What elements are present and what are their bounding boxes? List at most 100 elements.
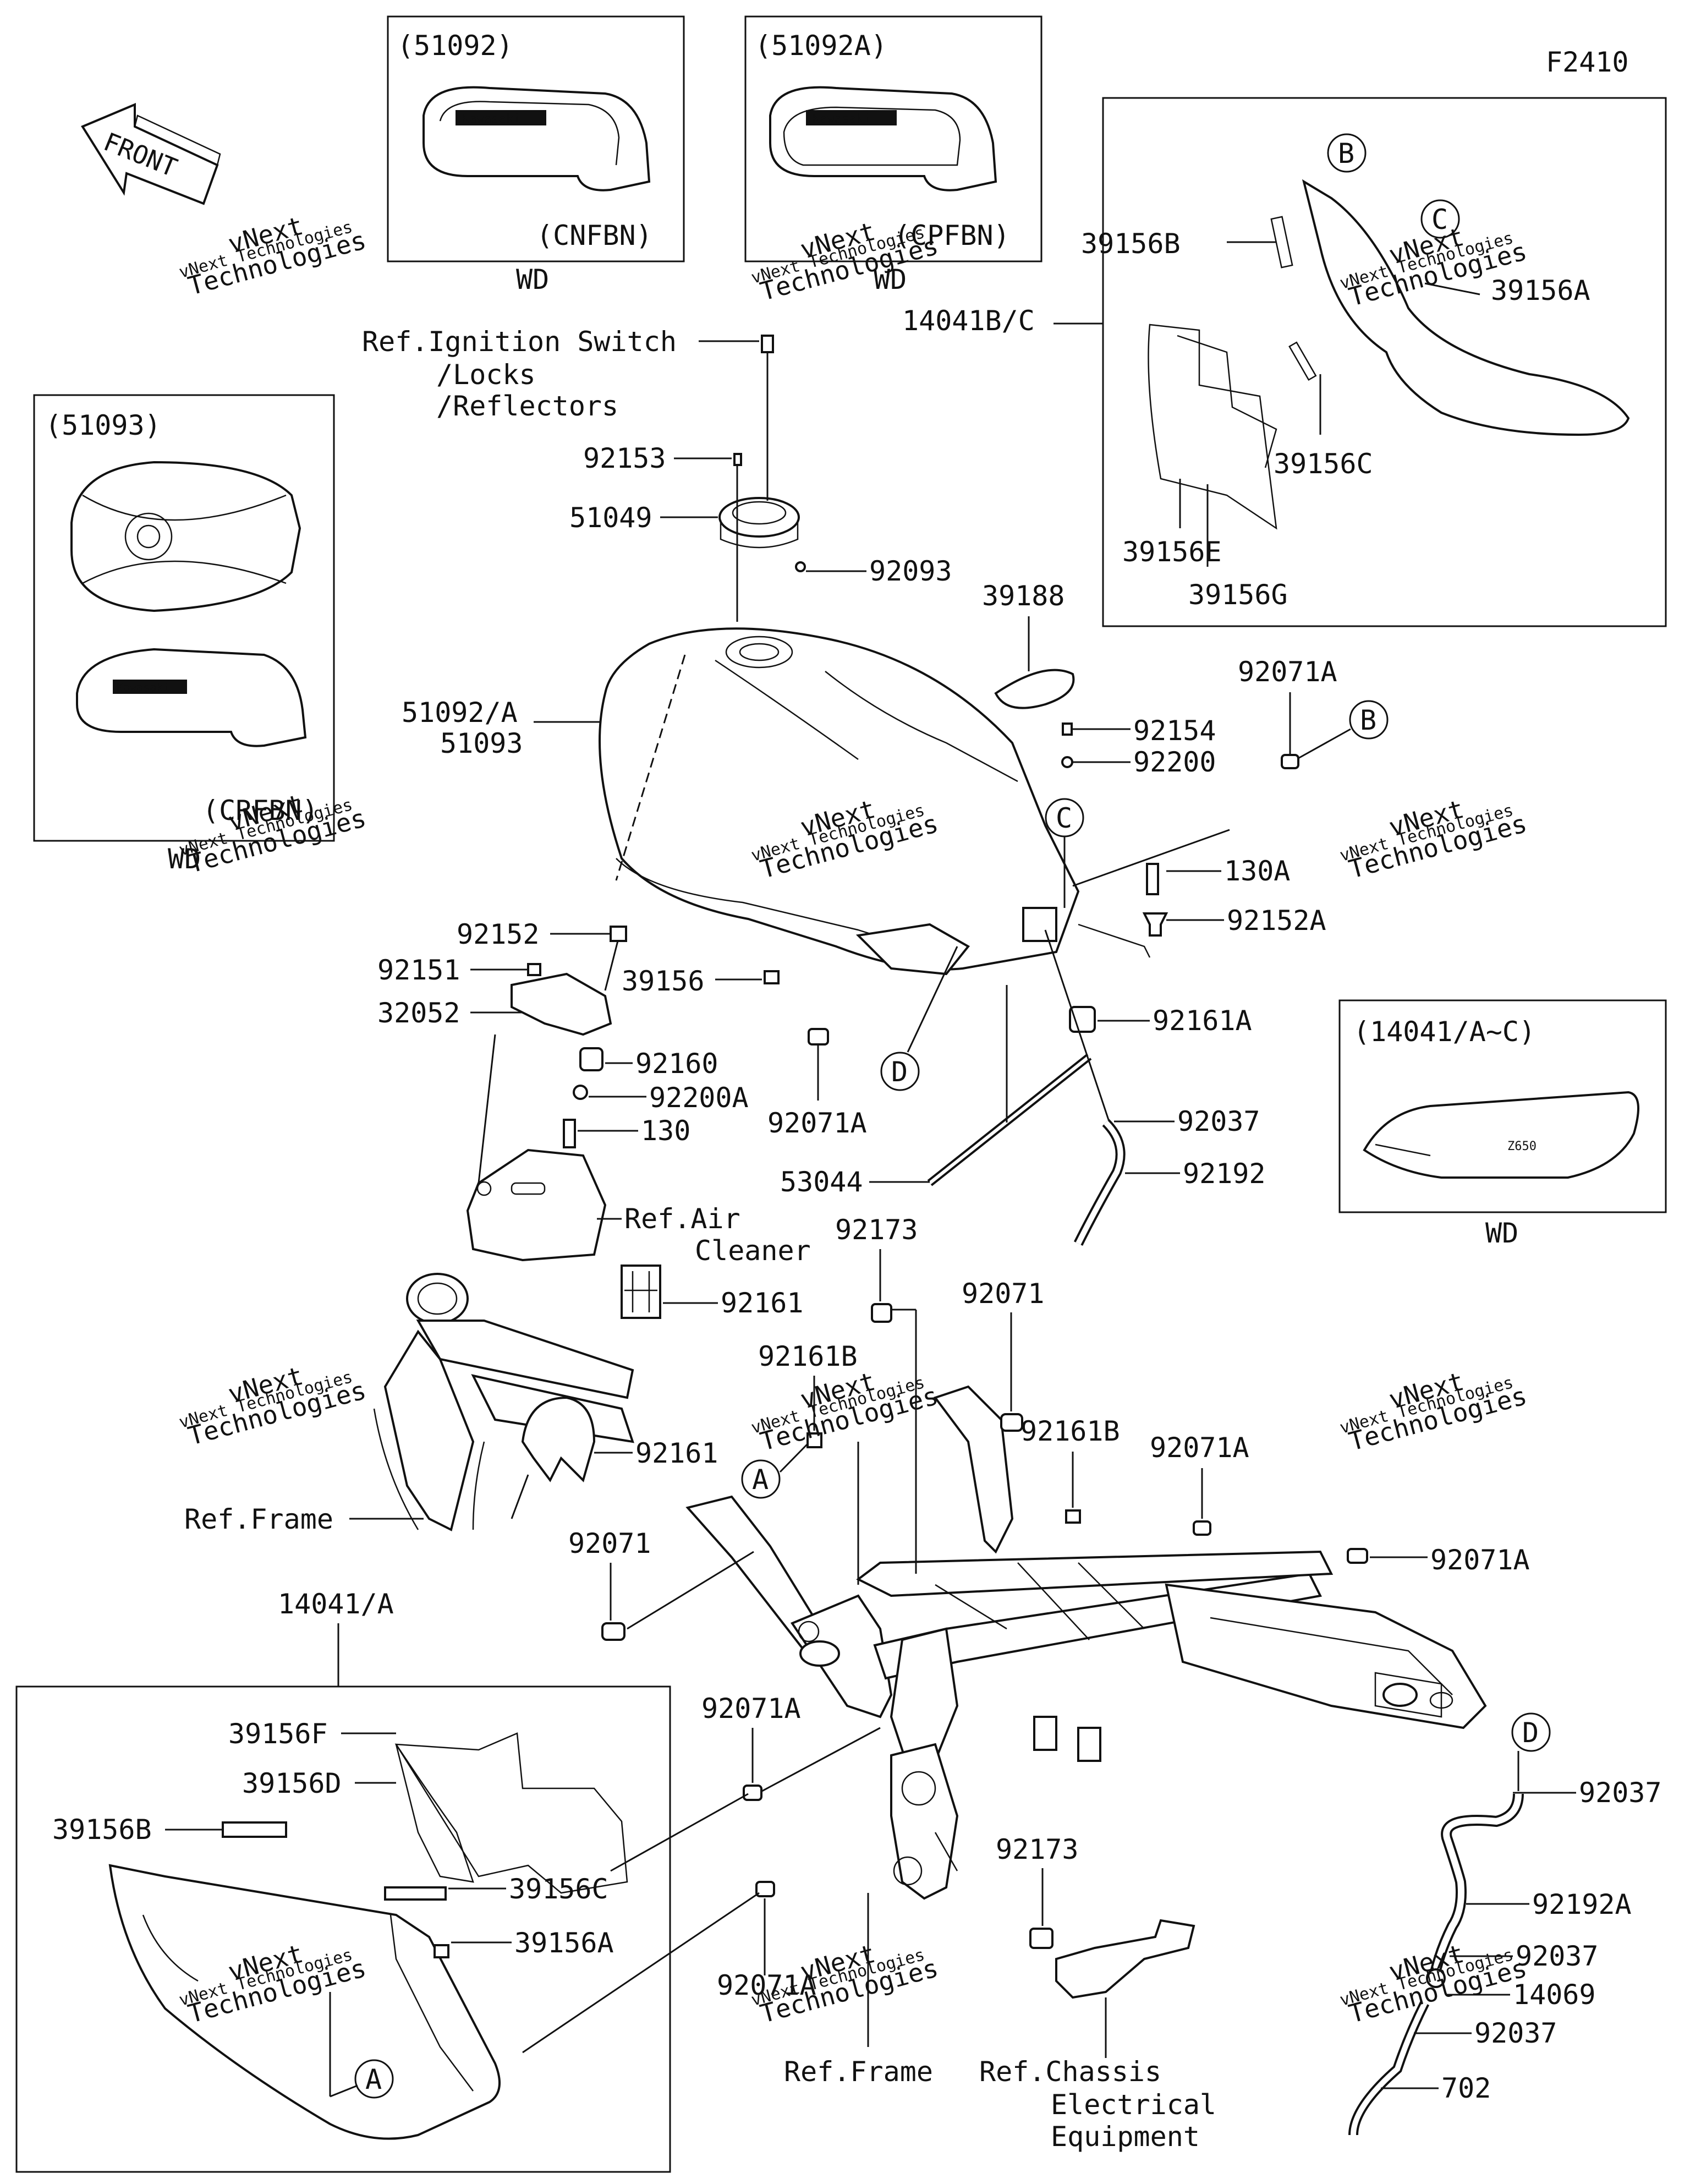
watermark-1: vNext Technologies vNext Technologies <box>177 211 370 301</box>
svg-text:D: D <box>1522 1717 1539 1749</box>
svg-text:B: B <box>1338 138 1354 169</box>
svg-text:A: A <box>752 1464 769 1496</box>
svg-text:Kawasaki: Kawasaki <box>462 112 520 126</box>
svg-text:A: A <box>365 2063 382 2095</box>
front-frame-section <box>373 1273 634 1531</box>
label-ref-reflectors: /Reflectors <box>436 390 618 422</box>
damper-92161b-right <box>1065 1509 1081 1524</box>
svg-text:D: D <box>891 1056 908 1088</box>
label-92071a-mid: 92071A <box>767 1107 867 1139</box>
label-92200a: 92200A <box>649 1082 749 1114</box>
label-14041a: 14041/A <box>278 1588 394 1620</box>
label-92161b-right: 92161B <box>1020 1415 1120 1447</box>
label-39156c-top: 39156C <box>1274 448 1373 480</box>
label-39156: 39156 <box>622 965 705 997</box>
grommet-92071a-low <box>743 1785 762 1801</box>
callout-d-mid: D <box>880 1052 920 1091</box>
bolt-92173-top <box>871 1303 892 1323</box>
label-92152a: 92152A <box>1227 905 1326 937</box>
decal-39156f <box>394 1732 628 1894</box>
label-ref-cleaner: Cleaner <box>695 1235 811 1267</box>
inset-14041-note: WD <box>1485 1217 1518 1249</box>
label-92153: 92153 <box>583 442 666 474</box>
label-32052: 32052 <box>377 997 460 1029</box>
tank-51092a-illustration <box>769 86 997 191</box>
label-92192: 92192 <box>1183 1158 1266 1190</box>
label-92154: 92154 <box>1133 715 1216 747</box>
decal-39156c-top <box>1288 341 1317 381</box>
decal-39156d <box>395 1744 474 1883</box>
label-ref-chassis: Ref.Chassis <box>979 2056 1161 2088</box>
label-92161-lower: 92161 <box>635 1437 718 1469</box>
bolt-92173-low <box>1029 1928 1053 1949</box>
label-92161-upper: 92161 <box>721 1287 804 1319</box>
watermark-7: vNext Technologies vNext Technologies <box>177 1361 370 1451</box>
filter-14069 <box>1426 1968 1446 1988</box>
inset-tank-51093: (51093) Kawasaki (CRFBN) <box>33 394 335 842</box>
grommet-92071a-top <box>1281 754 1299 769</box>
label-92071-right: 92071 <box>962 1278 1045 1310</box>
watermark-6: vNext Technologies vNext Technologies <box>1338 794 1530 884</box>
label-51093: 51093 <box>440 727 523 759</box>
label-39156c-low: 39156C <box>509 1873 608 1905</box>
label-92192a: 92192A <box>1532 1889 1632 1920</box>
label-92037-r3: 92037 <box>1474 2017 1557 2049</box>
callout-a-bottom: A <box>354 2059 394 2099</box>
grommet-92071-right <box>1000 1413 1023 1432</box>
svg-text:Kawasaki: Kawasaki <box>117 681 169 694</box>
label-92160: 92160 <box>635 1048 718 1080</box>
label-92161b-left: 92161B <box>758 1340 858 1372</box>
label-ref-locks: /Locks <box>436 359 536 391</box>
side-cover-inset-illustration <box>1363 1091 1639 1179</box>
washer-92093 <box>795 561 806 572</box>
watermark-12: vNext Technologies vNext Technologies <box>1338 1939 1530 2029</box>
label-51092a: 51092/A <box>402 697 518 729</box>
air-cleaner-shield <box>466 1148 607 1262</box>
label-92071-left: 92071 <box>568 1528 651 1559</box>
grommet-92071a-mid <box>808 1028 829 1046</box>
inset-51092-note: WD <box>516 264 549 295</box>
damper-92161-lower <box>521 1396 596 1482</box>
inset-51092-code: (51092) <box>397 30 513 62</box>
callout-b-top: B <box>1327 133 1367 173</box>
svg-text:C: C <box>1056 802 1072 834</box>
label-92037-mid: 92037 <box>1177 1105 1260 1137</box>
label-39188: 39188 <box>982 580 1065 612</box>
label-92161a: 92161A <box>1153 1005 1252 1037</box>
decal-39156b-top <box>1270 216 1293 269</box>
tank-51093-top-illustration <box>70 461 301 612</box>
inset-51092-color: (CNFBN) <box>536 220 652 251</box>
inset-14041-code: (14041/A~C) <box>1353 1016 1535 1048</box>
label-39156a-low: 39156A <box>514 1927 614 1959</box>
decal-39156a-low <box>434 1944 449 1958</box>
label-92173-low: 92173 <box>996 1833 1079 1865</box>
inset-51092a-color: (CPFBN) <box>894 220 1010 251</box>
inset-51092a-code: (51092A) <box>755 30 887 62</box>
label-ref-air: Ref.Air <box>624 1203 740 1235</box>
label-92152: 92152 <box>457 918 540 950</box>
damper-92161-upper <box>621 1265 661 1319</box>
svg-text:B: B <box>1360 704 1376 736</box>
decal-39156b-low <box>222 1821 287 1838</box>
label-92037-r1: 92037 <box>1579 1777 1662 1809</box>
label-39156f: 39156F <box>228 1718 328 1750</box>
label-51049: 51049 <box>569 502 652 534</box>
label-92071a-r2: 92071A <box>1430 1544 1530 1576</box>
decal-39188 <box>994 669 1075 709</box>
label-130: 130 <box>641 1115 690 1147</box>
screw-92153 <box>733 453 742 466</box>
callout-d-bottom: D <box>1511 1712 1551 1752</box>
bolt-ignition <box>761 335 774 353</box>
label-130a: 130A <box>1224 855 1290 887</box>
label-92071a-low: 92071A <box>701 1693 801 1725</box>
fuel-cap-51049 <box>718 497 800 549</box>
side-cover-bc-illustration <box>1302 179 1630 436</box>
watermark-2: vNext Technologies vNext Technologies <box>749 216 942 306</box>
grommet-92071-left <box>601 1622 625 1641</box>
label-ref-frame-left: Ref.Frame <box>184 1503 333 1535</box>
svg-text:C: C <box>1431 204 1448 236</box>
inset-51092a-note: WD <box>874 264 907 295</box>
side-cover-14041a-box <box>15 1685 671 2173</box>
label-39156e: 39156E <box>1122 536 1222 568</box>
collar-92152a <box>1142 912 1168 937</box>
